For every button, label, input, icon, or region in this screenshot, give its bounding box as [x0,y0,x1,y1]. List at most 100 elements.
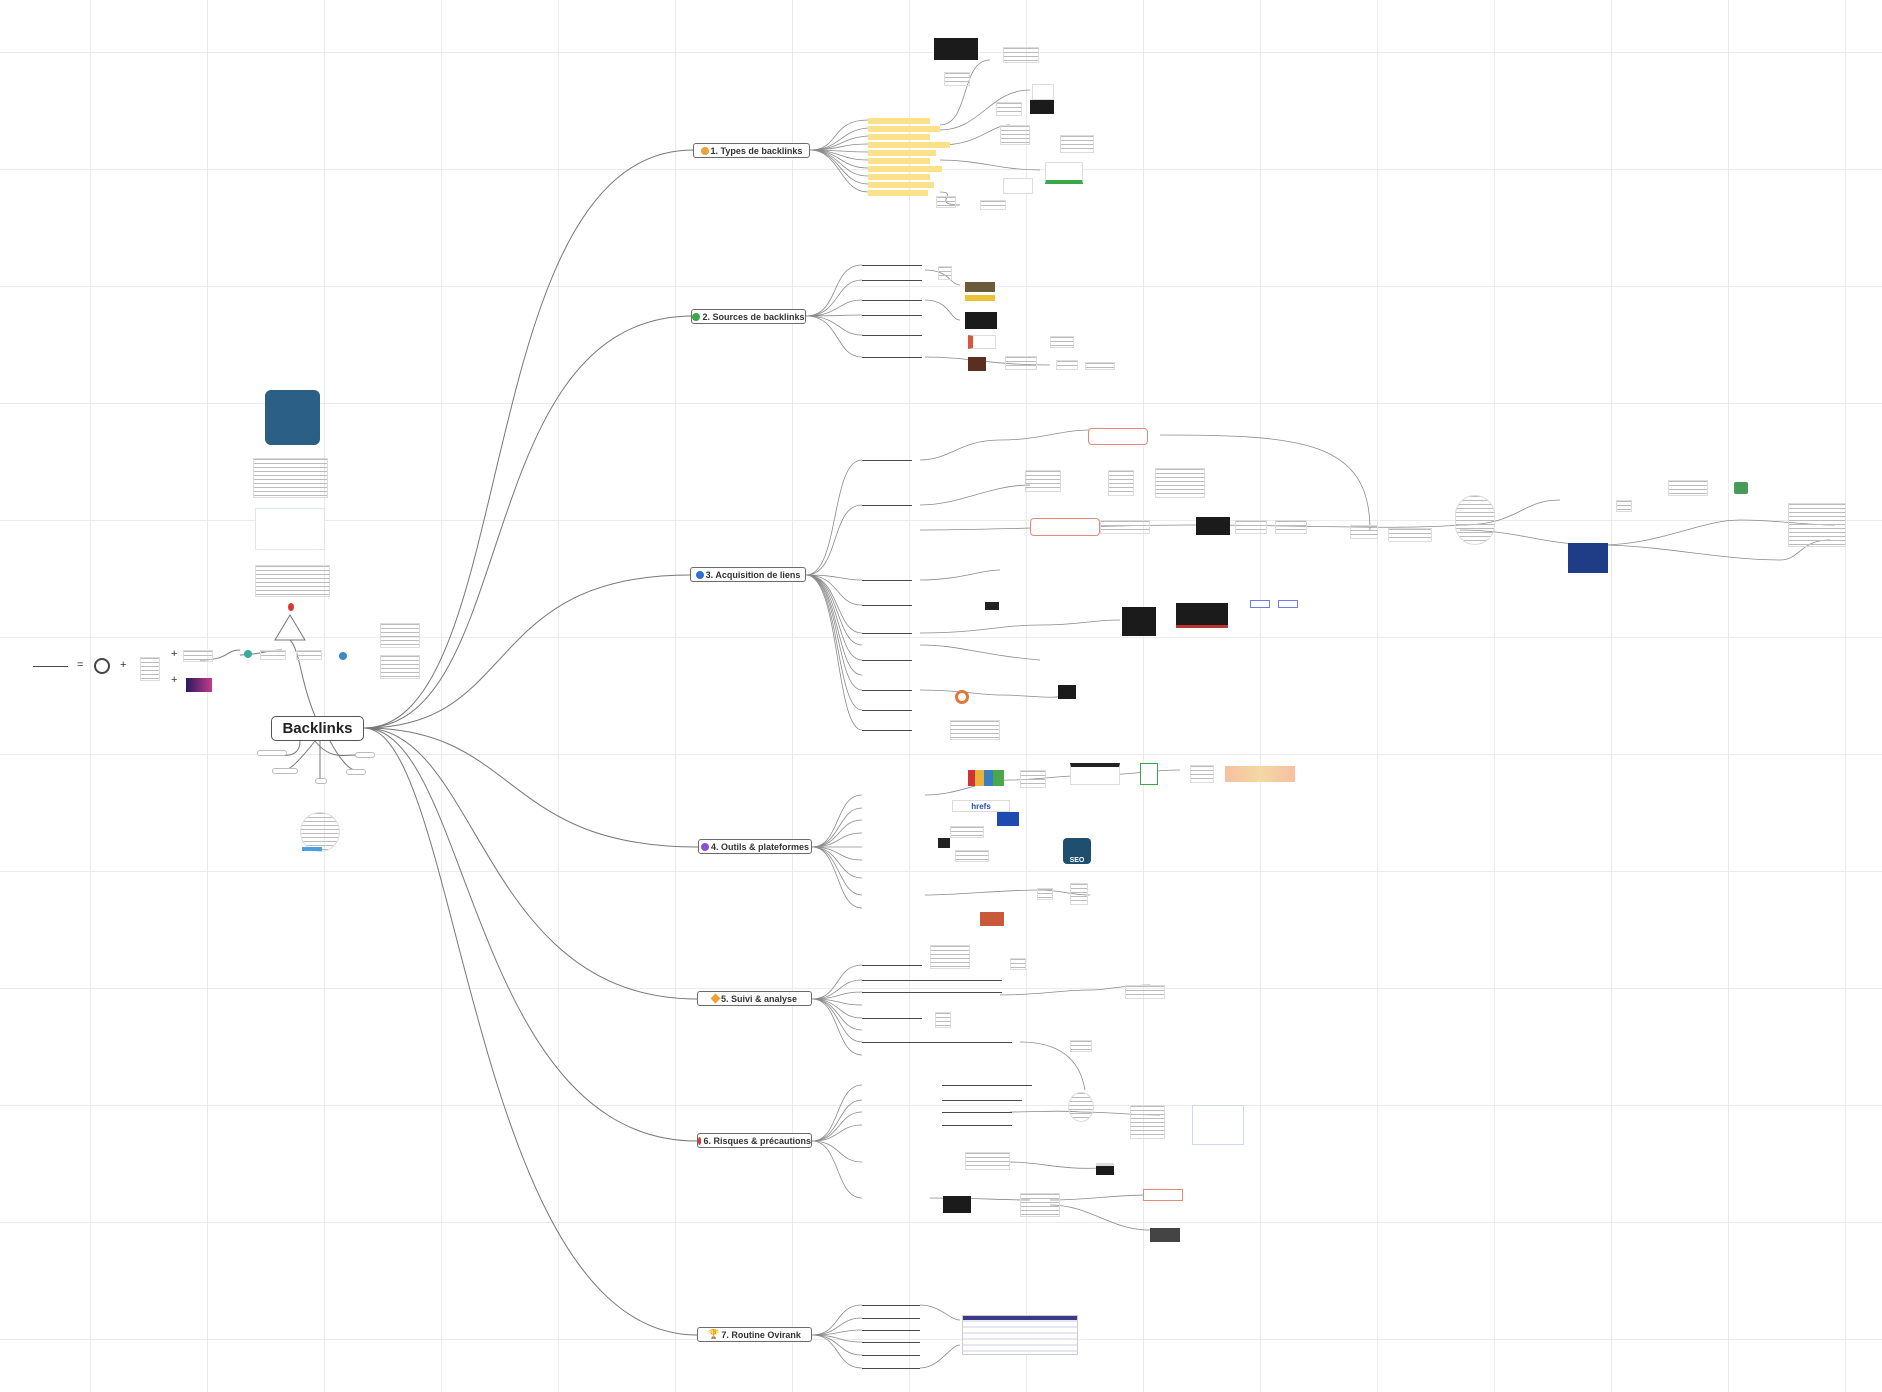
note-thumbnail[interactable] [1788,503,1846,547]
note-thumbnail[interactable] [1010,958,1026,970]
subtopic-line[interactable] [862,1018,922,1019]
note-thumbnail[interactable] [950,826,984,838]
note-thumbnail[interactable] [980,200,1006,210]
note-thumbnail[interactable] [1037,888,1053,900]
note-thumbnail[interactable] [1455,495,1495,545]
note-thumbnail[interactable] [260,650,286,660]
highlighted-note[interactable] [1030,518,1100,536]
subtopic-highlight[interactable] [868,174,930,180]
note-thumbnail[interactable] [183,650,213,662]
subtopic-line[interactable] [862,980,1002,981]
highlighted-note[interactable] [1143,1189,1183,1201]
note-thumbnail[interactable] [1070,1040,1092,1052]
note-thumbnail[interactable] [1060,135,1094,153]
branch-sources-de-backlinks[interactable]: 2. Sources de backlinks [691,309,806,324]
note-thumbnail[interactable] [930,945,970,969]
screenshot-thumbnail[interactable] [1150,1228,1180,1242]
note-thumbnail[interactable] [1020,770,1046,788]
note-thumbnail[interactable] [1275,520,1307,534]
seo-illustration[interactable] [265,390,320,445]
subtopic-line[interactable] [862,265,922,266]
screenshot-thumbnail[interactable] [985,602,999,610]
note-thumbnail[interactable] [296,650,322,660]
subtopic-node[interactable] [257,750,287,756]
subtopic-node[interactable] [346,769,366,775]
note-thumbnail[interactable] [1085,362,1115,370]
subtopic-node[interactable] [272,768,298,774]
note-thumbnail[interactable] [1235,520,1267,534]
screenshot-thumbnail[interactable] [965,312,997,329]
chart-thumbnail[interactable] [380,623,420,648]
note-thumbnail[interactable] [950,720,1000,740]
screenshot-thumbnail[interactable] [1030,100,1054,114]
note-thumbnail[interactable] [1005,356,1037,370]
subtopic-line[interactable] [862,580,912,581]
subtopic-line[interactable] [862,300,922,301]
subtopic-line[interactable] [862,730,912,731]
subtopic-line[interactable] [862,605,912,606]
note-thumbnail[interactable] [140,657,160,681]
subtopic-highlight[interactable] [868,126,940,132]
image-thumbnail[interactable] [968,357,986,371]
diagram-thumbnail[interactable] [300,812,340,852]
screenshot-thumbnail[interactable] [938,838,950,848]
subtopic-line[interactable] [942,1125,1012,1126]
subtopic-highlight[interactable] [868,118,930,124]
note-thumbnail[interactable] [996,102,1022,116]
note-thumbnail[interactable] [1003,47,1039,63]
screenshot-thumbnail[interactable] [1122,607,1156,636]
note-thumbnail[interactable] [1668,480,1708,496]
screenshot-thumbnail[interactable] [1096,1163,1114,1175]
subtopic-line[interactable] [862,992,1002,993]
note-thumbnail[interactable] [1388,528,1432,542]
chart-thumbnail[interactable] [1192,1105,1244,1145]
note-thumbnail[interactable] [1100,520,1150,534]
image-thumbnail[interactable] [1278,600,1298,608]
subtopic-line[interactable] [862,505,912,506]
subtopic-line[interactable] [862,633,912,634]
subtopic-highlight[interactable] [868,142,950,148]
image-thumbnail[interactable] [965,282,995,292]
subtopic-node[interactable] [355,752,375,758]
subtopic-line[interactable] [862,965,922,966]
screenshot-thumbnail[interactable] [943,1196,971,1213]
document-thumbnail[interactable] [253,458,328,498]
root-node[interactable]: Backlinks [271,716,364,741]
subtopic-highlight[interactable] [868,150,936,156]
subtopic-line[interactable] [942,1085,1032,1086]
note-thumbnail[interactable] [1155,468,1205,498]
note-thumbnail[interactable] [1020,1193,1060,1217]
subtopic-line[interactable] [862,1330,920,1331]
note-thumbnail[interactable] [1350,525,1378,539]
note-thumbnail[interactable] [1056,360,1078,370]
subtopic-line[interactable] [942,1100,1022,1101]
note-thumbnail[interactable] [936,196,956,208]
image-thumbnail[interactable] [1045,162,1083,184]
branch-acquisition-de-liens[interactable]: 3. Acquisition de liens [690,567,806,582]
subtopic-line[interactable] [862,1042,1012,1043]
image-thumbnail[interactable] [968,770,1004,786]
subtopic-line[interactable] [862,460,912,461]
branch-routine-ovirank[interactable]: 🏆 7. Routine Ovirank [697,1327,812,1342]
note-thumbnail[interactable] [1025,470,1061,492]
image-thumbnail[interactable] [1032,84,1054,100]
highlighted-note[interactable] [1088,428,1148,445]
screenshot-thumbnail[interactable] [1176,603,1228,628]
image-thumbnail[interactable] [968,335,996,349]
note-thumbnail[interactable] [938,266,952,280]
image-thumbnail[interactable] [1003,178,1033,194]
note-thumbnail[interactable] [1000,125,1030,145]
branch-outils-plateformes[interactable]: 4. Outils & plateformes [698,839,812,854]
subtopic-line[interactable] [862,1368,920,1369]
image-thumbnail[interactable] [1140,763,1158,785]
note-thumbnail[interactable] [1616,500,1632,512]
branch-types-de-backlinks[interactable]: 1. Types de backlinks [693,143,810,158]
note-thumbnail[interactable] [935,1012,951,1028]
subtopic-node[interactable] [315,778,327,784]
subtopic-line[interactable] [942,1112,1012,1113]
diagram-thumbnail[interactable] [1068,1092,1094,1122]
subtopic-highlight[interactable] [868,166,942,172]
note-thumbnail[interactable] [1125,985,1165,999]
image-thumbnail[interactable] [186,678,212,692]
